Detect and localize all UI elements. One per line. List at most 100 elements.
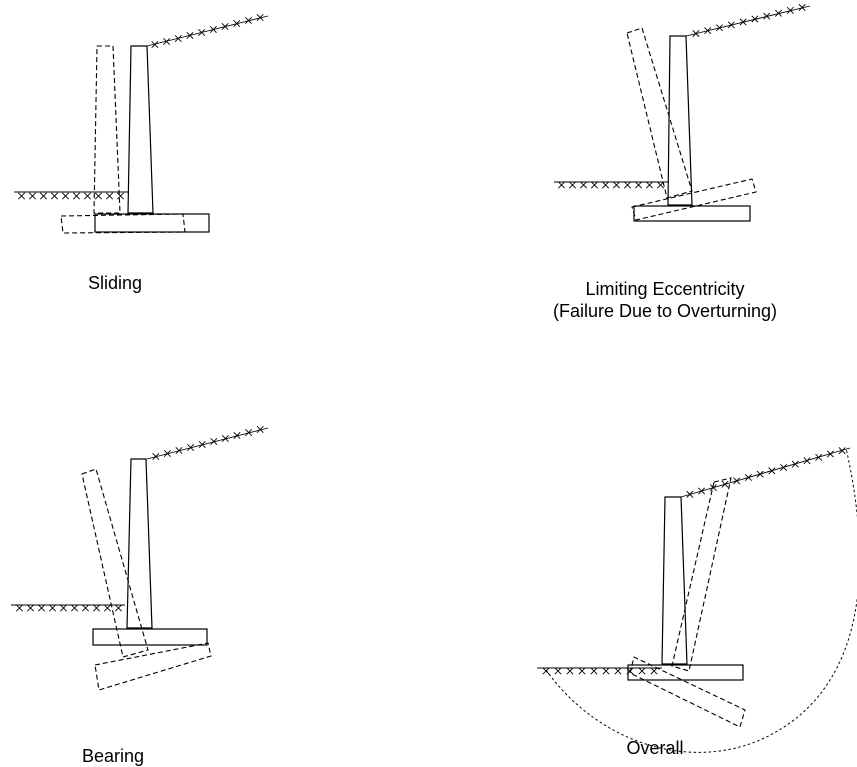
wall-stem	[661, 496, 688, 665]
ground-hatch-mark	[721, 480, 729, 488]
ground-hatch-mark	[233, 431, 241, 440]
ground-hatch-mark	[566, 667, 574, 675]
backfill-ground-line	[685, 5, 811, 37]
ground-hatch-mark	[579, 181, 588, 189]
ground-hatch-mark	[803, 457, 811, 465]
caption-sliding: Sliding	[60, 272, 170, 294]
ground-hatch-mark	[623, 181, 632, 189]
ground-hatch-mark	[751, 15, 759, 23]
wall-footing	[94, 213, 210, 233]
ground-hatch-mark	[244, 16, 252, 25]
wall-stem	[126, 458, 153, 629]
slip-circle-arc	[545, 447, 857, 753]
ground-hatch-mark	[72, 192, 81, 200]
ground-hatch-mark	[698, 487, 706, 495]
ground-hatch-mark	[650, 667, 658, 675]
ground-hatch-mark	[48, 604, 57, 612]
wall-stem	[127, 45, 154, 214]
wall-footing	[92, 628, 208, 646]
caption-line: Overall	[626, 738, 684, 758]
ground-hatch-mark	[557, 181, 566, 189]
ground-hatch-mark	[739, 18, 747, 26]
backfill-ground-marks	[151, 13, 264, 49]
ground-hatch-mark	[221, 434, 229, 443]
ground-hatch-mark	[17, 192, 26, 200]
ground-hatch-mark	[256, 13, 264, 22]
overall-diagram	[537, 447, 857, 753]
eccentricity-diagram	[554, 3, 811, 222]
ground-hatch-mark	[602, 667, 610, 675]
toe-ground-marks	[557, 181, 665, 189]
ground-hatch-mark	[733, 477, 741, 485]
backfill-ground-marks	[686, 447, 846, 498]
ground-hatch-mark	[163, 37, 171, 46]
rotated-footing-outline	[631, 178, 757, 221]
ground-hatch-mark	[26, 604, 35, 612]
ground-hatch-mark	[645, 181, 654, 189]
rotated-footing-outline	[629, 656, 746, 728]
rotated-stem-outline	[81, 468, 149, 658]
ground-hatch-mark	[656, 181, 665, 189]
ground-hatch-mark	[756, 470, 764, 478]
ground-hatch-mark	[187, 443, 195, 452]
ground-hatch-mark	[709, 484, 717, 492]
sliding-diagram	[14, 13, 269, 234]
ground-hatch-mark	[686, 490, 694, 498]
ground-hatch-mark	[568, 181, 577, 189]
caption-line: (Failure Due to Overturning)	[552, 301, 778, 321]
ground-hatch-mark	[791, 460, 799, 468]
ground-hatch-mark	[186, 31, 194, 40]
backfill-ground-marks	[152, 425, 264, 461]
bearing-diagram	[11, 425, 269, 691]
caption-line: Limiting Eccentricity	[585, 279, 745, 299]
ground-hatch-mark	[210, 437, 218, 446]
ground-hatch-mark	[50, 192, 59, 200]
backfill-ground-marks	[692, 3, 806, 38]
ground-hatch-mark	[715, 24, 724, 32]
ground-hatch-mark	[61, 192, 70, 200]
backfill-ground-line	[146, 15, 269, 47]
ground-hatch-mark	[94, 192, 103, 200]
caption-eccentricity: Limiting Eccentricity (Failure Due to Ov…	[505, 278, 825, 322]
ground-hatch-mark	[81, 604, 90, 612]
caption-overall: Overall	[600, 737, 710, 759]
rotated-stem-outline	[626, 27, 693, 199]
ground-hatch-mark	[590, 181, 599, 189]
ground-hatch-mark	[590, 667, 598, 675]
ground-hatch-mark	[151, 40, 159, 49]
caption-line: Bearing	[81, 746, 145, 766]
ground-hatch-mark	[233, 19, 241, 28]
displaced-footing-outline	[60, 213, 186, 234]
ground-hatch-mark	[786, 6, 794, 14]
ground-hatch-mark	[15, 604, 24, 612]
ground-hatch-mark	[554, 667, 562, 675]
ground-hatch-mark	[245, 428, 253, 437]
ground-hatch-mark	[83, 192, 92, 200]
ground-hatch-mark	[826, 450, 834, 458]
ground-hatch-mark	[92, 604, 101, 612]
ground-hatch-mark	[152, 452, 160, 461]
ground-hatch-mark	[163, 449, 171, 458]
wall-footing	[633, 205, 751, 222]
ground-hatch-mark	[601, 181, 610, 189]
ground-hatch-mark	[198, 28, 206, 37]
rotated-footing-outline	[94, 642, 212, 691]
ground-hatch-mark	[28, 192, 37, 200]
ground-hatch-mark	[838, 447, 846, 455]
caption-bearing: Bearing	[58, 745, 168, 767]
ground-hatch-mark	[105, 192, 114, 200]
ground-hatch-mark	[256, 425, 264, 434]
toe-ground-marks	[17, 192, 125, 200]
ground-hatch-mark	[39, 192, 48, 200]
ground-hatch-mark	[634, 181, 643, 189]
wall-footing	[627, 664, 744, 681]
ground-hatch-mark	[103, 604, 112, 612]
ground-hatch-mark	[209, 25, 217, 34]
ground-hatch-mark	[221, 22, 229, 31]
ground-hatch-mark	[692, 30, 700, 38]
ground-hatch-mark	[704, 27, 712, 35]
ground-hatch-mark	[37, 604, 46, 612]
displaced-stem-outline	[93, 45, 121, 214]
toe-ground-marks	[542, 667, 658, 675]
